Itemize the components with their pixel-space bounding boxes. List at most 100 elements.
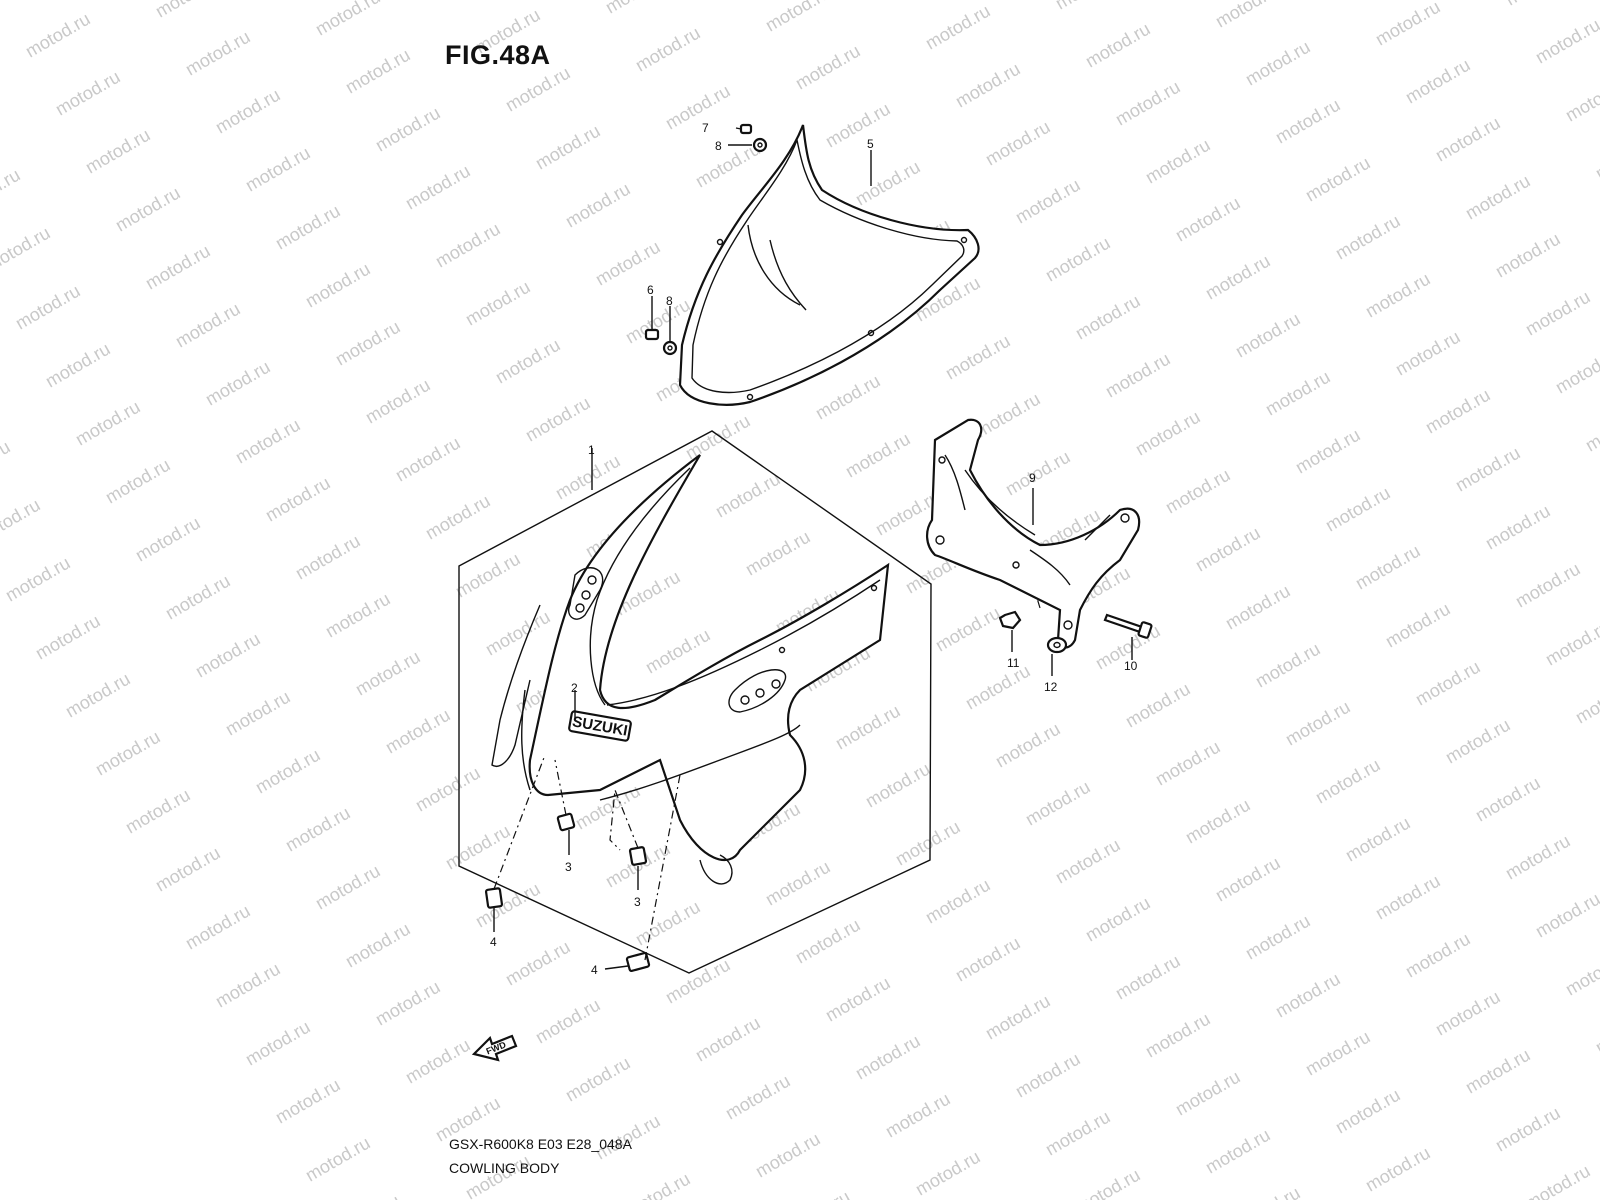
watermark-text: motod.ru — [722, 1071, 794, 1124]
nut-part-11[interactable] — [998, 610, 1022, 630]
watermark-text: motod.ru — [152, 843, 224, 896]
watermark-text: motod.ru — [152, 0, 224, 21]
screw-part-6[interactable] — [644, 328, 660, 341]
watermark-text: motod.ru — [1192, 523, 1264, 576]
watermark-text: motod.ru — [602, 0, 674, 17]
watermark-text: motod.ru — [1052, 0, 1124, 13]
watermark-text: motod.ru — [132, 513, 204, 566]
watermark-text: motod.ru — [962, 661, 1034, 714]
watermark-text: motod.ru — [112, 183, 184, 236]
watermark-text: motod.ru — [1212, 853, 1284, 906]
cushion-part-3-left[interactable] — [556, 812, 576, 832]
watermark-text: motod.ru — [1082, 893, 1154, 946]
watermark-text: motod.ru — [1182, 795, 1254, 848]
watermark-text: motod.ru — [1042, 233, 1114, 286]
watermark-text: motod.ru — [1582, 403, 1600, 456]
watermark-text: motod.ru — [562, 1053, 634, 1106]
watermark-text: motod.ru — [1292, 425, 1364, 478]
watermark-text: motod.ru — [1572, 675, 1600, 728]
watermark-text: motod.ru — [212, 85, 284, 138]
watermark-text: motod.ru — [182, 27, 254, 80]
watermark-text: motod.ru — [562, 179, 634, 232]
washer-part-12[interactable] — [1046, 636, 1068, 654]
watermark-text: motod.ru — [532, 121, 604, 174]
watermark-text: motod.ru — [1272, 95, 1344, 148]
watermark-text: motod.ru — [1312, 755, 1384, 808]
watermark-text: motod.ru — [1502, 0, 1574, 9]
bolt-part-10[interactable] — [1103, 613, 1153, 639]
watermark-text: motod.ru — [182, 901, 254, 954]
forward-direction-arrow: FWD — [471, 1034, 518, 1062]
watermark-text: motod.ru — [402, 161, 474, 214]
callout-3b: 3 — [634, 895, 641, 909]
watermark-text: motod.ru — [622, 1169, 694, 1200]
watermark-text: motod.ru — [292, 531, 364, 584]
watermark-text: motod.ru — [162, 571, 234, 624]
watermark-text: motod.ru — [122, 785, 194, 838]
watermark-text: motod.ru — [852, 157, 924, 210]
watermark-text: motod.ru — [1592, 131, 1600, 184]
watermark-text: motod.ru — [822, 99, 894, 152]
watermark-text: motod.ru — [1112, 951, 1184, 1004]
watermark-text: motod.ru — [532, 995, 604, 1048]
watermark-text: motod.ru — [422, 491, 494, 544]
watermark-text: motod.ru — [222, 687, 294, 740]
cushion-part-4-left[interactable] — [484, 887, 504, 909]
watermark-text: motod.ru — [332, 317, 404, 370]
watermark-text: motod.ru — [1202, 251, 1274, 304]
watermark-text: motod.ru — [1352, 541, 1424, 594]
watermark-text: motod.ru — [942, 331, 1014, 384]
watermark-text: motod.ru — [852, 1031, 924, 1084]
watermark-text: motod.ru — [642, 625, 714, 678]
watermark-text: motod.ru — [1362, 1143, 1434, 1196]
watermark-text: motod.ru — [522, 393, 594, 446]
watermark-text: motod.ru — [632, 897, 704, 950]
watermark-text: motod.ru — [1222, 581, 1294, 634]
watermark-text: motod.ru — [1492, 1103, 1564, 1156]
watermark-text: motod.ru — [172, 299, 244, 352]
watermark-text: motod.ru — [302, 259, 374, 312]
watermark-text: motod.ru — [22, 9, 94, 62]
cowling-body-part[interactable] — [491, 454, 890, 885]
watermark-text: motod.ru — [282, 803, 354, 856]
watermark-text: motod.ru — [1362, 269, 1434, 322]
watermark-text: motod.ru — [202, 357, 274, 410]
washer-part-8-top[interactable] — [752, 137, 768, 153]
cushion-part-4-bottom[interactable] — [625, 951, 651, 973]
watermark-text: motod.ru — [682, 411, 754, 464]
watermark-text: motod.ru — [762, 857, 834, 910]
watermark-text: motod.ru — [1482, 501, 1554, 554]
callout-4a: 4 — [490, 935, 497, 949]
watermark-text: motod.ru — [912, 1147, 984, 1200]
watermark-text: motod.ru — [1402, 55, 1474, 108]
cushion-part-3-right[interactable] — [628, 846, 648, 866]
watermark-text: motod.ru — [1522, 287, 1594, 340]
callout-2: 2 — [571, 681, 578, 695]
cowling-kit-outline — [458, 430, 932, 974]
watermark-text: motod.ru — [1342, 813, 1414, 866]
watermark-text: motod.ru — [1242, 37, 1314, 90]
watermark-text: motod.ru — [592, 237, 664, 290]
watermark-text: motod.ru — [1272, 969, 1344, 1022]
cowling-brace-part[interactable] — [926, 418, 1141, 649]
washer-part-8-side[interactable] — [662, 340, 678, 356]
watermark-text: motod.ru — [932, 603, 1004, 656]
watermark-text: motod.ru — [242, 1017, 314, 1070]
watermark-text: motod.ru — [2, 553, 74, 606]
watermark-text: motod.ru — [1022, 777, 1094, 830]
watermark-text: motod.ru — [452, 549, 524, 602]
watermark-text: motod.ru — [1472, 773, 1544, 826]
watermark-text: motod.ru — [1112, 77, 1184, 130]
watermark-text: motod.ru — [372, 103, 444, 156]
screw-part-7[interactable] — [739, 123, 753, 135]
watermark-text: motod.ru — [1492, 229, 1564, 282]
watermark-text: motod.ru — [1072, 291, 1144, 344]
watermark-text: motod.ru — [1392, 327, 1464, 380]
watermark-text: motod.ru — [552, 451, 624, 504]
watermark-text: motod.ru — [832, 701, 904, 754]
watermark-text: motod.ru — [412, 763, 484, 816]
watermark-text: motod.ru — [362, 375, 434, 428]
windscreen-part[interactable] — [678, 124, 980, 406]
watermark-text: motod.ru — [92, 727, 164, 780]
watermark-text: motod.ru — [782, 1187, 854, 1200]
